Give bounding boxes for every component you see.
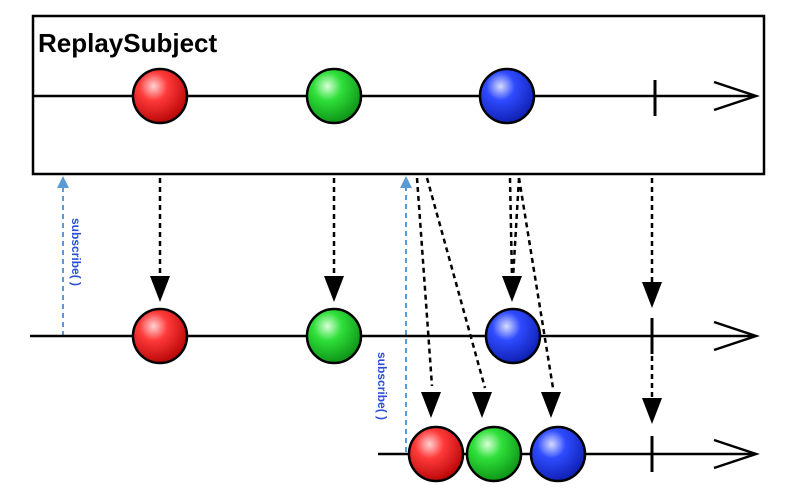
subscribe-label-2: subscribe( ): [375, 352, 389, 420]
subscribe-arrowhead-1: [57, 176, 69, 188]
emit-blue-to-sub1-b: [511, 177, 521, 279]
source-red-marble: [131, 67, 189, 125]
sub2-arrowhead: [713, 438, 760, 470]
sub1-green-marble: [305, 307, 363, 365]
arrowhead-green-sub1: [324, 276, 344, 302]
arrowhead-blue-sub2: [541, 392, 561, 418]
sub1-red-marble: [131, 307, 189, 365]
sub2-red-marble: [407, 425, 465, 483]
sub2-blue-marble: [529, 425, 587, 483]
subscribe-arrowhead-2: [400, 176, 412, 188]
arrowhead-blue-sub1: [502, 276, 522, 302]
sub1-arrowhead: [713, 320, 760, 352]
replay-red-to-sub2: [415, 177, 434, 387]
subscribe-label-1: subscribe( ): [69, 218, 83, 286]
arrowhead-red-sub2: [421, 392, 441, 418]
sub2-green-marble: [465, 425, 523, 483]
replay-green-to-sub2: [425, 177, 487, 389]
arrowhead-complete-sub1: [642, 282, 662, 308]
arrowhead-green-sub2: [472, 392, 492, 418]
source-green-marble: [305, 67, 363, 125]
source-arrowhead: [713, 80, 760, 112]
arrowhead-red-sub1: [150, 276, 170, 302]
arrowhead-complete-sub2: [642, 398, 662, 424]
source-blue-marble: [478, 67, 536, 125]
emit-blue-to-sub1-a: [508, 177, 514, 279]
sub1-blue-marble: [484, 307, 542, 365]
diagram-title: ReplaySubject: [38, 28, 218, 58]
